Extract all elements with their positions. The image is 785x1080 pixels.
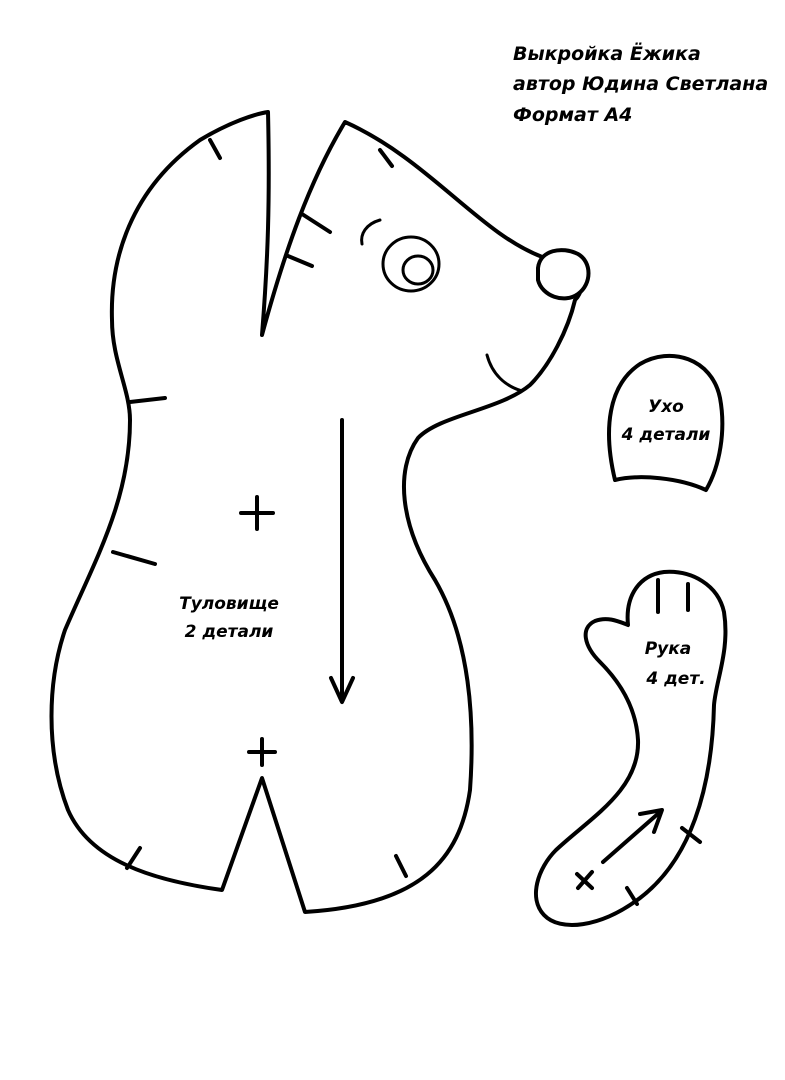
eye-inner	[401, 254, 435, 286]
pattern-format: Формат А4	[513, 104, 632, 126]
pattern-title: Выкройка Ёжика	[513, 41, 701, 65]
body-piece-count: 2 детали	[185, 622, 274, 642]
pattern-author: автор Юдина Светлана	[513, 73, 768, 95]
eye-outer	[381, 235, 441, 293]
body-notch	[125, 846, 142, 870]
arm-grain-arrowhead	[638, 808, 664, 834]
mouth-line	[485, 353, 524, 393]
body-piece-outline	[49, 110, 583, 914]
arm-alignment-cross	[575, 870, 594, 890]
arm-piece-outline	[534, 569, 728, 927]
ear-piece-count: 4 детали	[621, 425, 711, 445]
arm-piece: Рука 4 дет.	[534, 569, 728, 927]
body-notch	[394, 854, 408, 878]
ear-piece: Ухо 4 детали	[607, 353, 725, 492]
body-piece: Туловище 2 детали	[49, 110, 591, 914]
eyebrow-mark	[360, 218, 382, 246]
body-notch	[111, 550, 157, 566]
arm-piece-name: Рука	[645, 639, 692, 659]
ear-piece-name: Ухо	[648, 397, 684, 417]
alignment-cross	[239, 495, 275, 531]
nose	[536, 248, 591, 301]
spine-stroke	[300, 212, 332, 234]
alignment-cross	[247, 737, 277, 767]
arm-grain-arrow	[601, 810, 662, 864]
body-piece-name: Туловище	[179, 594, 279, 614]
ear-piece-outline	[607, 353, 725, 492]
body-notch	[208, 138, 222, 160]
spine-stroke	[378, 148, 394, 168]
arm-notch	[680, 826, 702, 844]
arm-notch	[625, 886, 639, 906]
grain-arrowhead	[329, 676, 355, 704]
arm-piece-count: 4 дет.	[645, 669, 705, 689]
spine-stroke	[286, 254, 314, 268]
body-notch	[128, 396, 167, 404]
